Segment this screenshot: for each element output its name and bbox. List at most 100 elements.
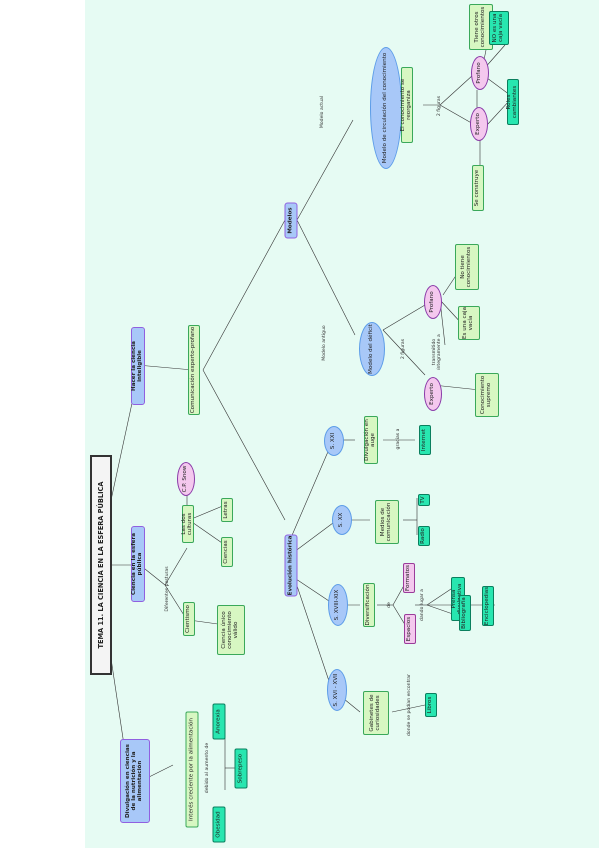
dos-culturas-label: Las dos culturas — [181, 512, 193, 536]
medios-label: Medios de comunicación — [380, 502, 392, 542]
posturas-text: Diferentes posturas — [164, 566, 170, 612]
cientismo-label: Cientismo — [185, 605, 192, 633]
libros-label: Libros — [427, 696, 434, 714]
ciencia-unico-node: Ciencia único conocimiento válido — [217, 605, 245, 655]
diversificacion-label: Diversificación — [365, 584, 372, 626]
experto-b-node: Experto — [470, 107, 488, 141]
bibliografia-label: Bibliografía — [461, 597, 468, 629]
radio-node: Radio — [418, 526, 430, 546]
profano-b-node: Profano — [471, 56, 489, 90]
ciencias-label: Ciencias — [223, 540, 230, 564]
transmite-label: transmitido íntegramente a — [431, 327, 445, 377]
ciencias-node: Ciencias — [221, 537, 233, 567]
divulgacion-auge-label: Divulgación en auge — [364, 419, 376, 461]
s-xvi-node: S. XVI - XVII — [327, 669, 347, 711]
espacios-label: Espacios — [406, 616, 413, 642]
sobrepeso-label: Sobrepeso — [237, 753, 244, 784]
transmite-text: transmitido íntegramente a — [432, 334, 442, 370]
branch-hacer-ciencia: Hacer la ciencia inteligible — [131, 327, 145, 405]
actual-text: Modelo actual — [319, 95, 325, 129]
page-title: TEMA 11. LA CIENCIA EN LA ESFERA PÚBLICA — [90, 455, 112, 675]
caja-vacia-a-label: Es una caja vacía — [462, 306, 474, 339]
gracias-text: gracias a — [395, 428, 401, 450]
figuras-a-text: 2 figuras — [400, 338, 406, 360]
cientismo-node: Cientismo — [183, 602, 195, 636]
enciclopedias-node: Enciclopedias — [482, 586, 494, 626]
antiguo-text: Modelo antiguo — [321, 325, 327, 361]
reorganiza-label: El conocimiento se reorganiza — [400, 78, 412, 132]
gabinetes-node: Gabinetes de curiosidades — [363, 691, 389, 735]
encontrar-label: donde se podían encontrar — [405, 670, 415, 740]
experto-b-label: Experto — [475, 113, 482, 135]
obesidad-label: Obesidad — [215, 811, 222, 838]
no-tiene-node: No tiene conocimientos — [455, 244, 479, 290]
divulgacion-auge-node: Divulgación en auge — [364, 416, 378, 464]
libros-node: Libros — [425, 693, 437, 717]
gracias-label: gracias a — [394, 425, 404, 453]
circulacion-node: Modelo de circulación del conocimiento — [370, 47, 402, 169]
profano-a-node: Profano — [424, 285, 442, 319]
cp-snow-label: C.P. Snow — [182, 465, 189, 493]
letras-label: Letras — [223, 501, 230, 519]
circulacion-label: Modelo de circulación del conocimiento — [382, 52, 389, 164]
dos-culturas-node: Las dos culturas — [181, 505, 194, 543]
medios-node: Medios de comunicación — [375, 500, 399, 544]
de-label: de — [385, 600, 395, 610]
roles-node: Roles cambiantes — [506, 79, 519, 125]
tiene-otros-label: Tiene otros conocimientos — [474, 6, 486, 48]
espacios-node: Espacios — [404, 614, 416, 644]
caja-vacia-a-node: Es una caja vacía — [458, 306, 480, 340]
se-construye-label: Se construye — [474, 169, 481, 207]
branch-ciencia-esfera-label: Ciencia en la esfera pública — [131, 533, 143, 596]
lugar-text: dando lugar a — [419, 589, 425, 621]
encontrar-text: donde se podían encontrar — [406, 674, 412, 737]
interes-label: Interés creciente por la alimentación — [188, 718, 195, 821]
branch-divulgacion-label: Divulgación en ciencias de la nutrición … — [125, 744, 143, 818]
internet-label: Internet — [421, 428, 428, 452]
branch-hacer-ciencia-label: Hacer la ciencia inteligible — [131, 341, 143, 391]
profano-a-label: Profano — [429, 291, 436, 313]
radio-label: Radio — [420, 528, 427, 544]
debido-text: debido al aumento de — [204, 742, 210, 794]
deficit-label: Modelo del déficit — [368, 324, 375, 374]
cp-snow-node: C.P. Snow — [177, 462, 195, 496]
formatos-label: Formatos — [405, 564, 412, 592]
comunicacion-label: Comunicación experto-profano — [190, 326, 197, 414]
conocimiento-supremo-label: Conocimiento supremo — [480, 375, 492, 415]
deficit-node: Modelo del déficit — [359, 322, 385, 376]
formatos-node: Formatos — [403, 563, 415, 593]
gabinetes-label: Gabinetes de curiosidades — [369, 694, 381, 732]
enciclopedias-label: Enciclopedias — [484, 586, 491, 626]
antiguo-label: Modelo antiguo — [320, 322, 330, 364]
s-xx-node: S. XX — [332, 505, 352, 535]
evolucion-node: Evolución histórica — [284, 534, 298, 597]
title-text: TEMA 11. LA CIENCIA EN LA ESFERA PÚBLICA — [96, 481, 105, 649]
bibliografia-node: Bibliografía — [459, 595, 471, 631]
anorexia-label: Anorexia — [215, 709, 222, 734]
experto-a-label: Experto — [429, 383, 436, 405]
branch-ciencia-esfera: Ciencia en la esfera pública — [131, 526, 145, 602]
s-xxi-label: S. XXI — [330, 432, 337, 450]
evolucion-label: Evolución histórica — [287, 535, 294, 596]
lugar-label: dando lugar a — [418, 585, 428, 625]
s-xxi-node: S. XXI — [324, 426, 344, 456]
debido-label: debido al aumento de — [203, 738, 213, 798]
anorexia-node: Anorexia — [212, 703, 226, 740]
modelos-node: Modelos — [284, 202, 298, 239]
conocimiento-supremo-node: Conocimiento supremo — [475, 373, 499, 417]
posturas-label: Diferentes posturas — [163, 561, 173, 617]
sobrepeso-node: Sobrepeso — [234, 748, 248, 789]
interes-node: Interés creciente por la alimentación — [185, 711, 199, 828]
connector-lines — [96, 29, 511, 790]
internet-node: Internet — [419, 425, 431, 455]
comunicacion-node: Comunicación experto-profano — [188, 325, 200, 415]
figuras-a-label: 2 figuras — [399, 334, 409, 364]
s-xvi-label: S. XVI - XVII — [333, 673, 340, 707]
experto-a-node: Experto — [424, 377, 442, 411]
figuras-b-label: 2 figuras — [435, 91, 445, 121]
tv-node: TV — [418, 494, 430, 506]
profano-b-label: Profano — [476, 62, 483, 84]
modelos-label: Modelos — [287, 207, 294, 234]
no-caja-vacia-label: NO es una caja vacía — [492, 13, 504, 43]
concept-map-canvas: TEMA 11. LA CIENCIA EN LA ESFERA PÚBLICA… — [85, 0, 599, 848]
